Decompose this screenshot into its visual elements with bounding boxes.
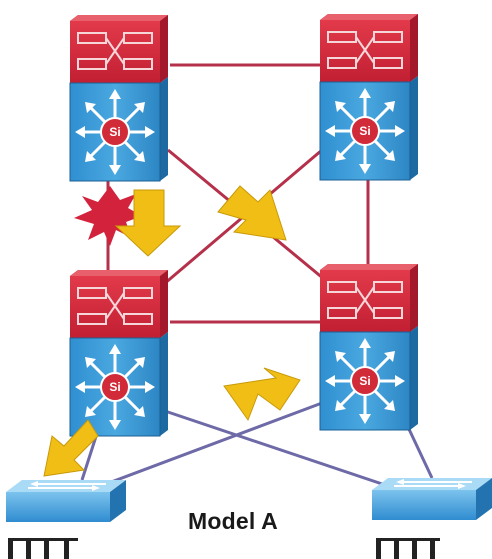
access-switch-right bbox=[371, 477, 492, 521]
multilayer-switch-top-left bbox=[68, 13, 170, 183]
link-bottom-left-to-right-access bbox=[149, 404, 401, 492]
si-badge-bottom-left: Si bbox=[109, 380, 120, 394]
multilayer-switch-bottom-left bbox=[68, 268, 170, 438]
link-bottom-right-to-left-access bbox=[89, 398, 331, 492]
si-badge-top-right: Si bbox=[359, 124, 370, 138]
traffic-arrow-icon bbox=[114, 189, 182, 257]
si-badge-top-left: Si bbox=[109, 125, 120, 139]
multilayer-switch-bottom-right bbox=[318, 262, 420, 432]
access-port-stubs-left bbox=[8, 538, 78, 559]
si-badge-bottom-right: Si bbox=[359, 374, 370, 388]
diagram-caption: Model A bbox=[188, 508, 278, 534]
access-switch-left bbox=[5, 479, 127, 523]
traffic-arrow-icon-lower-left bbox=[43, 419, 99, 477]
traffic-arrow-icon-center-bottom bbox=[223, 367, 301, 422]
access-port-stubs-right bbox=[376, 538, 440, 559]
multilayer-switch-top-right bbox=[318, 12, 420, 182]
traffic-arrow-icon-center-top bbox=[217, 185, 287, 241]
